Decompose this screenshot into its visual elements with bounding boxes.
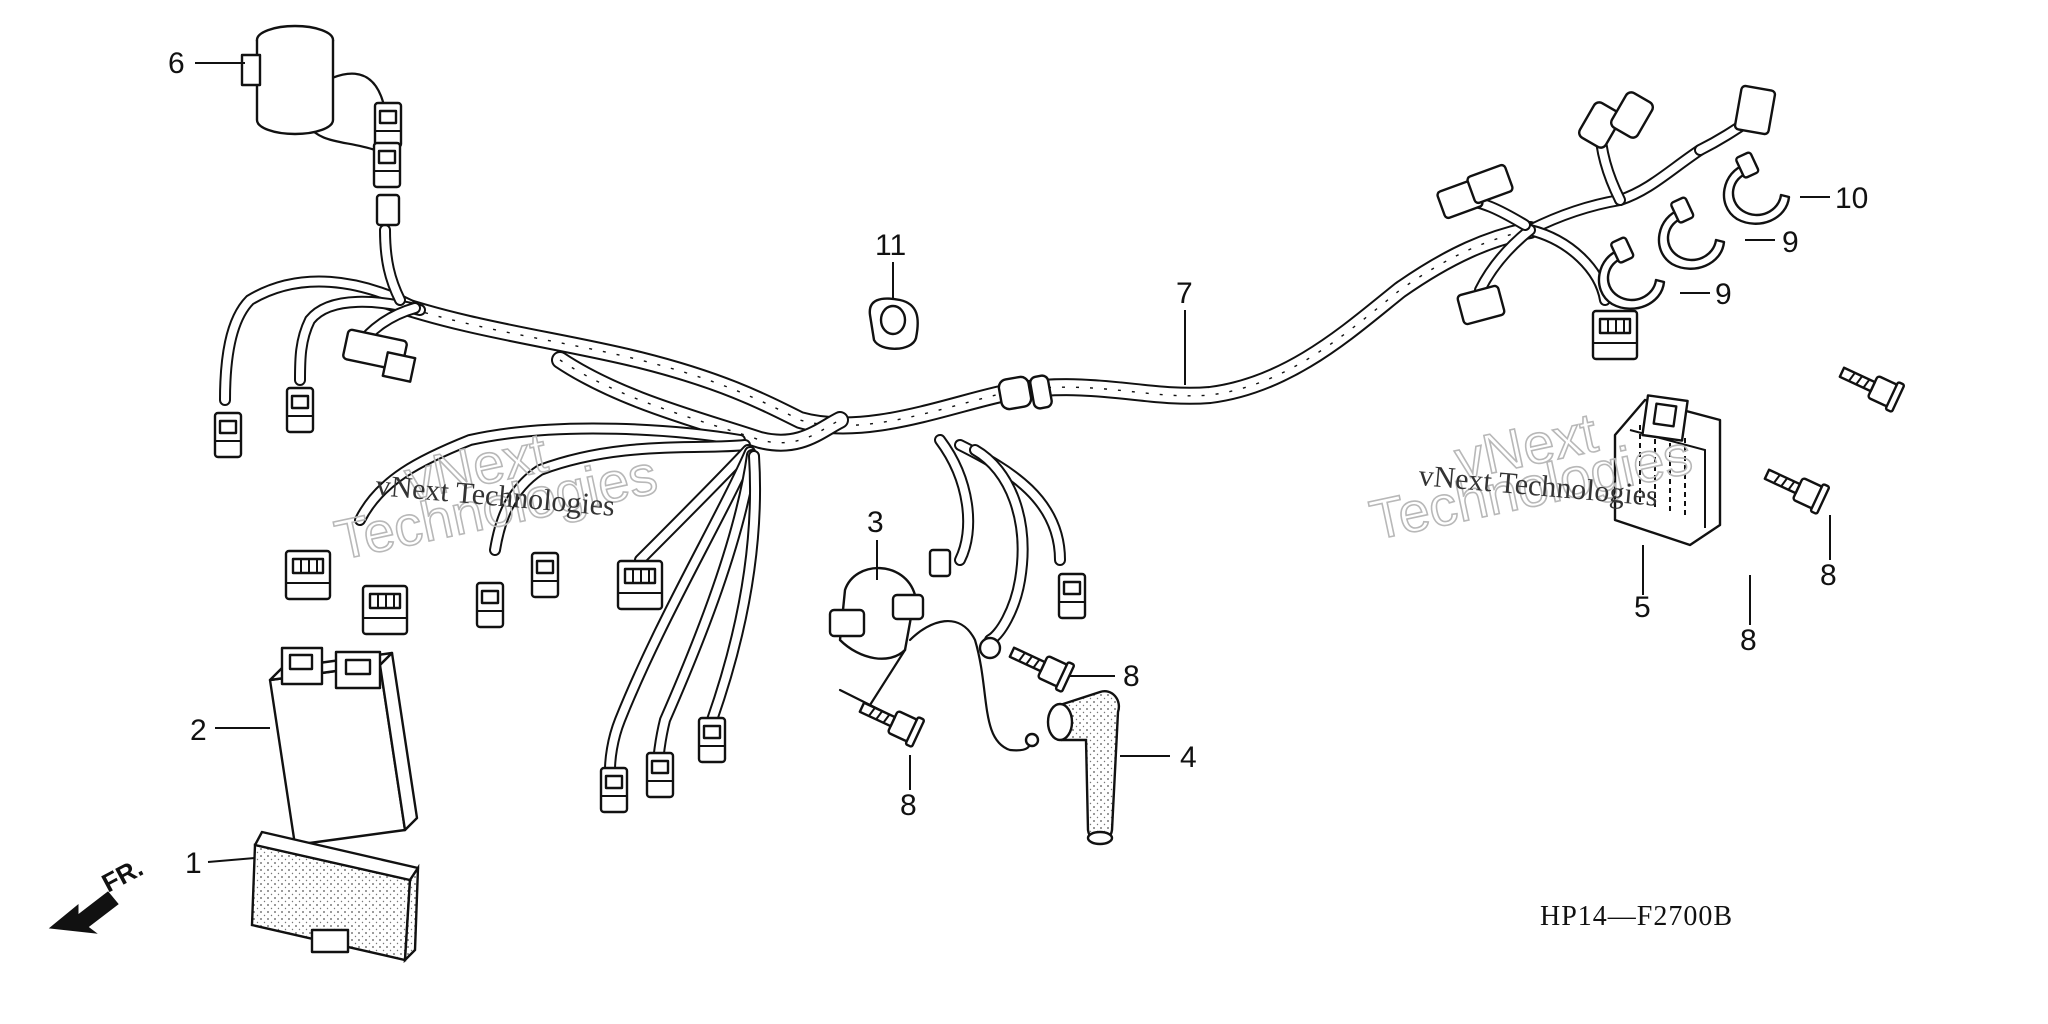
- part-2-control-unit: [268, 646, 419, 847]
- leader-lines: [195, 62, 1831, 863]
- part-9-clamp-b: [1657, 195, 1726, 270]
- part-1-rubber-holder: [250, 830, 420, 964]
- part-10-clamp: [1722, 150, 1791, 225]
- callout-9-a: 9: [1715, 278, 1732, 311]
- front-direction-arrow: FR.: [48, 852, 148, 934]
- front-label: FR.: [97, 852, 148, 898]
- part-5-regulator: [1613, 394, 1722, 547]
- callout-8-b: 8: [900, 789, 917, 822]
- part-11-clamp: [868, 297, 919, 350]
- part-3-ignition-coil: [828, 566, 1040, 752]
- main-wire-harness: [376, 221, 1539, 452]
- left-connectors: [213, 328, 1087, 814]
- right-connectors: [1436, 84, 1777, 361]
- callout-5: 5: [1634, 591, 1651, 624]
- callout-1: 1: [185, 847, 202, 880]
- callout-6: 6: [168, 47, 185, 80]
- part-8-bolt-b: [854, 692, 926, 749]
- part-8-bolt-a: [1004, 637, 1076, 694]
- callout-10: 10: [1835, 182, 1868, 215]
- callout-7: 7: [1176, 277, 1193, 310]
- left-branch-wires: [219, 72, 426, 406]
- lower-branch-wires: [354, 422, 1066, 776]
- callout-8-a: 8: [1123, 660, 1140, 693]
- part-8-bolt-d: [1834, 357, 1906, 414]
- part-6-condenser: [240, 24, 403, 227]
- part-9-clamp-a: [1597, 235, 1666, 310]
- callout-8-d: 8: [1820, 559, 1837, 592]
- callout-4: 4: [1180, 741, 1197, 774]
- callout-2: 2: [190, 714, 207, 747]
- part-4-plug-cap: [1046, 690, 1121, 846]
- callout-9-b: 9: [1782, 226, 1799, 259]
- callout-3: 3: [867, 506, 884, 539]
- callout-8-c: 8: [1740, 624, 1757, 657]
- diagram-code: HP14—F2700B: [1540, 901, 1733, 932]
- part-8-bolt-c: [1759, 459, 1831, 516]
- callout-11: 11: [875, 229, 906, 262]
